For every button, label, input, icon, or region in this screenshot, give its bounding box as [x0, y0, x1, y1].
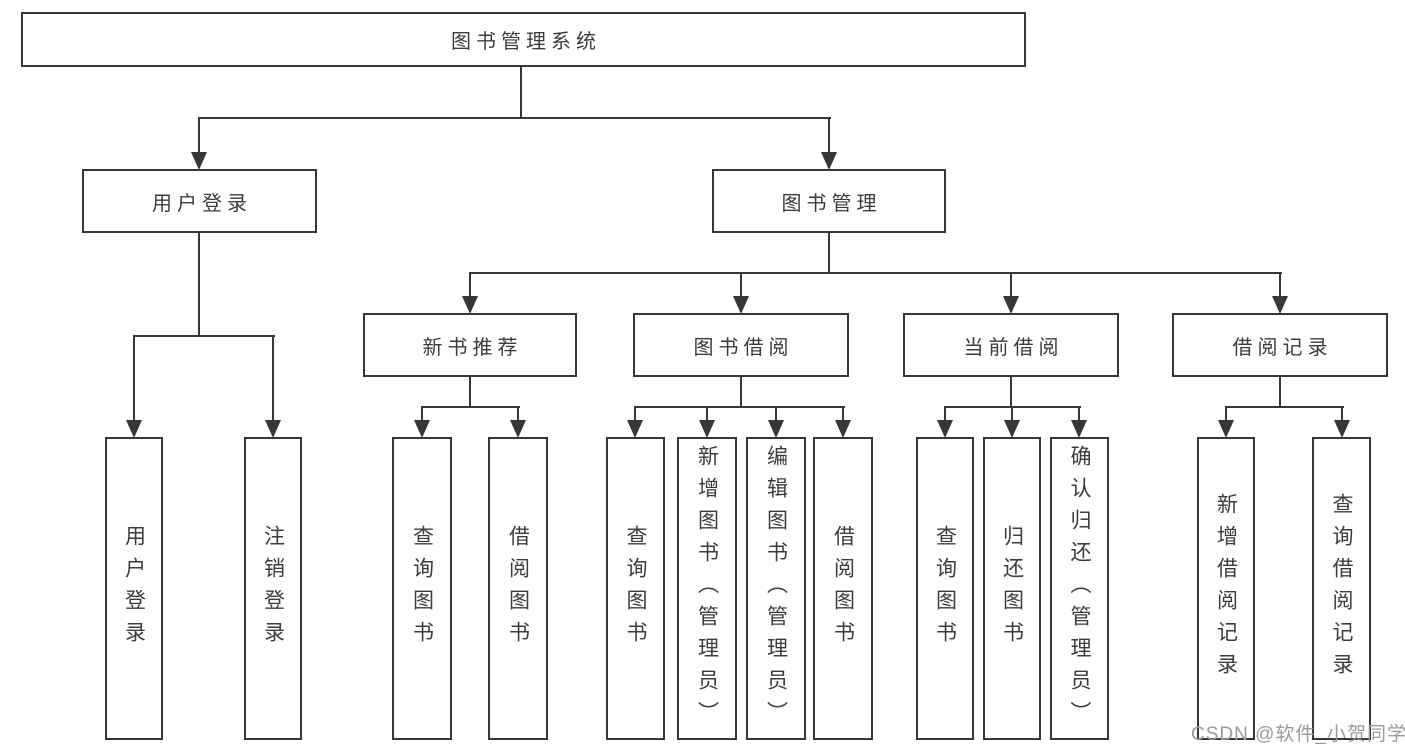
connector-hline-1	[470, 272, 1282, 274]
connector-arrow-shaft-1	[828, 117, 830, 156]
connector-vline-0	[520, 67, 522, 118]
node-book-management: 图书管理	[712, 169, 946, 233]
node-label-leaf-query-books-3: 查询图书	[933, 524, 957, 653]
connector-vline-2	[828, 233, 830, 274]
connector-arrow-shaft-11	[706, 406, 708, 424]
node-label-book-management: 图书管理	[781, 192, 882, 215]
connector-arrow-shaft-7	[272, 335, 274, 424]
arrowhead-icon-5	[1272, 296, 1288, 314]
node-label-leaf-logout: 注销登录	[261, 524, 285, 653]
connector-arrow-shaft-17	[1225, 406, 1227, 424]
connector-hline-2	[134, 335, 275, 337]
arrowhead-icon-13	[835, 420, 851, 438]
node-label-leaf-edit-books: 编辑图书（管理员）	[764, 444, 788, 733]
node-label-leaf-borrow-books-1: 借阅图书	[506, 524, 530, 653]
connector-arrow-shaft-16	[1078, 406, 1080, 424]
node-label-new-book-recommend: 新书推荐	[422, 336, 523, 359]
connector-arrow-shaft-6	[133, 335, 135, 424]
connector-vline-4	[740, 377, 742, 408]
connector-arrow-shaft-2	[469, 272, 471, 300]
csdn-watermark: CSDN @软件_小贺同学	[1191, 724, 1405, 745]
node-label-leaf-user-login: 用户登录	[122, 524, 146, 653]
connector-arrow-shaft-9	[517, 406, 519, 424]
connector-arrow-shaft-12	[775, 406, 777, 424]
connector-vline-3	[469, 377, 471, 408]
arrowhead-icon-3	[733, 296, 749, 314]
arrowhead-icon-4	[1003, 296, 1019, 314]
connector-arrow-shaft-0	[198, 117, 200, 156]
connector-vline-6	[1279, 377, 1281, 408]
node-leaf-borrow-books-1: 借阅图书	[488, 437, 548, 740]
node-label-leaf-add-books: 新增图书（管理员）	[695, 444, 719, 733]
node-label-leaf-borrow-books-2: 借阅图书	[831, 524, 855, 653]
node-book-borrowing: 图书借阅	[633, 313, 849, 377]
arrowhead-icon-17	[1218, 420, 1234, 438]
node-label-leaf-query-borrow-record: 查询借阅记录	[1330, 492, 1353, 685]
node-root-system: 图书管理系统	[21, 12, 1026, 67]
node-label-leaf-confirm-return: 确认归还（管理员）	[1068, 444, 1091, 733]
node-borrowing-records: 借阅记录	[1172, 313, 1388, 377]
node-user-login: 用户登录	[82, 169, 317, 233]
arrowhead-icon-15	[1004, 420, 1020, 438]
arrowhead-icon-1	[821, 152, 837, 170]
connector-arrow-shaft-8	[421, 406, 423, 424]
node-label-leaf-return-books: 归还图书	[1000, 524, 1024, 653]
node-label-leaf-query-books-1: 查询图书	[410, 524, 434, 653]
connector-arrow-shaft-10	[634, 406, 636, 424]
connector-arrow-shaft-3	[740, 272, 742, 300]
arrowhead-icon-6	[126, 420, 142, 438]
connector-hline-5	[945, 406, 1081, 408]
node-label-leaf-query-books-2: 查询图书	[624, 524, 647, 653]
arrowhead-icon-7	[265, 420, 281, 438]
node-leaf-query-borrow-record: 查询借阅记录	[1312, 437, 1371, 740]
node-leaf-borrow-books-2: 借阅图书	[813, 437, 873, 740]
node-leaf-logout: 注销登录	[244, 437, 302, 740]
connector-vline-5	[1010, 377, 1012, 408]
node-label-root-system: 图书管理系统	[451, 31, 601, 53]
arrowhead-icon-18	[1334, 420, 1350, 438]
connector-arrow-shaft-15	[1011, 406, 1013, 424]
node-leaf-query-books-1: 查询图书	[392, 437, 452, 740]
node-label-book-borrowing: 图书借阅	[693, 336, 794, 359]
connector-hline-0	[199, 117, 831, 119]
connector-hline-3	[422, 406, 520, 408]
connector-arrow-shaft-4	[1010, 272, 1012, 300]
arrowhead-icon-10	[627, 420, 643, 438]
connector-arrow-shaft-5	[1279, 272, 1281, 300]
node-leaf-add-books: 新增图书（管理员）	[677, 437, 737, 740]
node-leaf-return-books: 归还图书	[983, 437, 1041, 740]
arrowhead-icon-0	[191, 152, 207, 170]
arrowhead-icon-16	[1071, 420, 1087, 438]
connector-arrow-shaft-18	[1341, 406, 1343, 424]
arrowhead-icon-11	[699, 420, 715, 438]
node-label-user-login: 用户登录	[152, 192, 252, 215]
node-current-borrowing: 当前借阅	[903, 313, 1119, 377]
node-leaf-query-books-3: 查询图书	[916, 437, 974, 740]
node-leaf-confirm-return: 确认归还（管理员）	[1050, 437, 1109, 740]
node-leaf-query-books-2: 查询图书	[606, 437, 665, 740]
arrowhead-icon-12	[768, 420, 784, 438]
node-leaf-edit-books: 编辑图书（管理员）	[746, 437, 806, 740]
arrowhead-icon-8	[414, 420, 430, 438]
arrowhead-icon-2	[462, 296, 478, 314]
node-label-current-borrowing: 当前借阅	[963, 336, 1064, 359]
connector-vline-1	[198, 233, 200, 337]
connector-arrow-shaft-13	[842, 406, 844, 424]
node-leaf-user-login: 用户登录	[105, 437, 163, 740]
node-leaf-add-borrow-record: 新增借阅记录	[1197, 437, 1255, 740]
node-new-book-recommend: 新书推荐	[363, 313, 577, 377]
arrowhead-icon-14	[937, 420, 953, 438]
connector-hline-6	[1226, 406, 1344, 408]
node-label-borrowing-records: 借阅记录	[1232, 336, 1333, 359]
connector-arrow-shaft-14	[944, 406, 946, 424]
arrowhead-icon-9	[510, 420, 526, 438]
node-label-leaf-add-borrow-record: 新增借阅记录	[1214, 492, 1238, 685]
